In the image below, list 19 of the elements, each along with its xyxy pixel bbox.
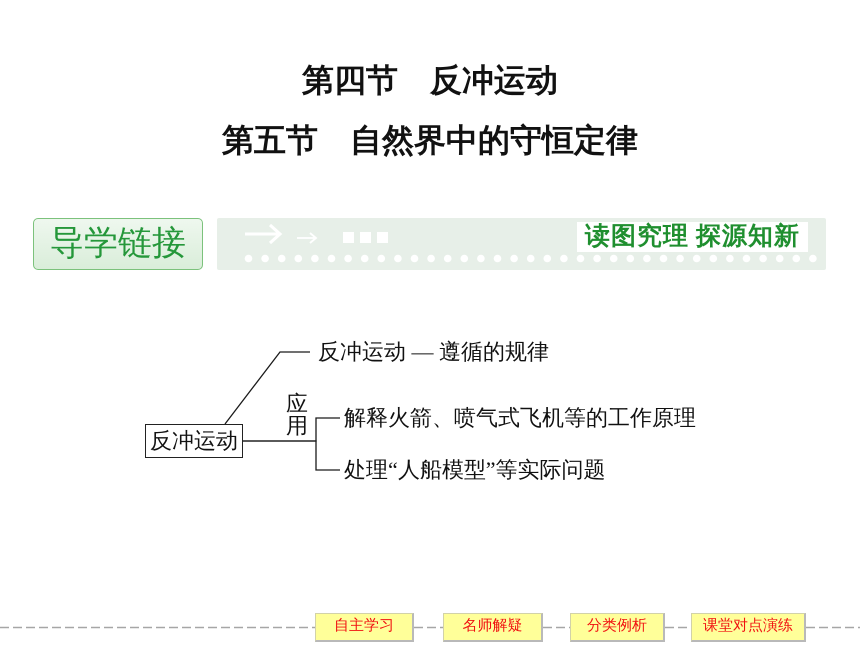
connector-line xyxy=(224,351,310,424)
dashed-connector xyxy=(0,626,315,628)
dashed-connector xyxy=(543,626,570,628)
nav-button: 分类例析 xyxy=(570,613,665,642)
nav-button: 课堂对点演练 xyxy=(691,613,806,642)
title: 第四节 反冲运动 xyxy=(302,61,558,100)
dashed-connector xyxy=(806,626,860,628)
connector-line xyxy=(243,440,340,471)
slogan-label: 读图究理 探源知新 xyxy=(576,222,808,252)
edge-label: 应用 xyxy=(286,393,308,437)
branch-text: 反冲运动 — 遵循的规律 xyxy=(310,334,549,370)
nav-button: 自主学习 xyxy=(315,613,414,642)
subtitle: 第五节 自然界中的守恒定律 xyxy=(222,121,638,160)
dashed-connector xyxy=(414,626,443,628)
nav-button: 名师解疑 xyxy=(443,613,543,642)
concept-box: 反冲运动 xyxy=(145,424,243,458)
leaf-text: 解释火箭、喷气式飞机等的工作原理 xyxy=(340,400,696,436)
leaf-text: 处理“人船模型”等实际问题 xyxy=(340,452,606,488)
heading-tab: 导学链接 xyxy=(33,218,203,270)
